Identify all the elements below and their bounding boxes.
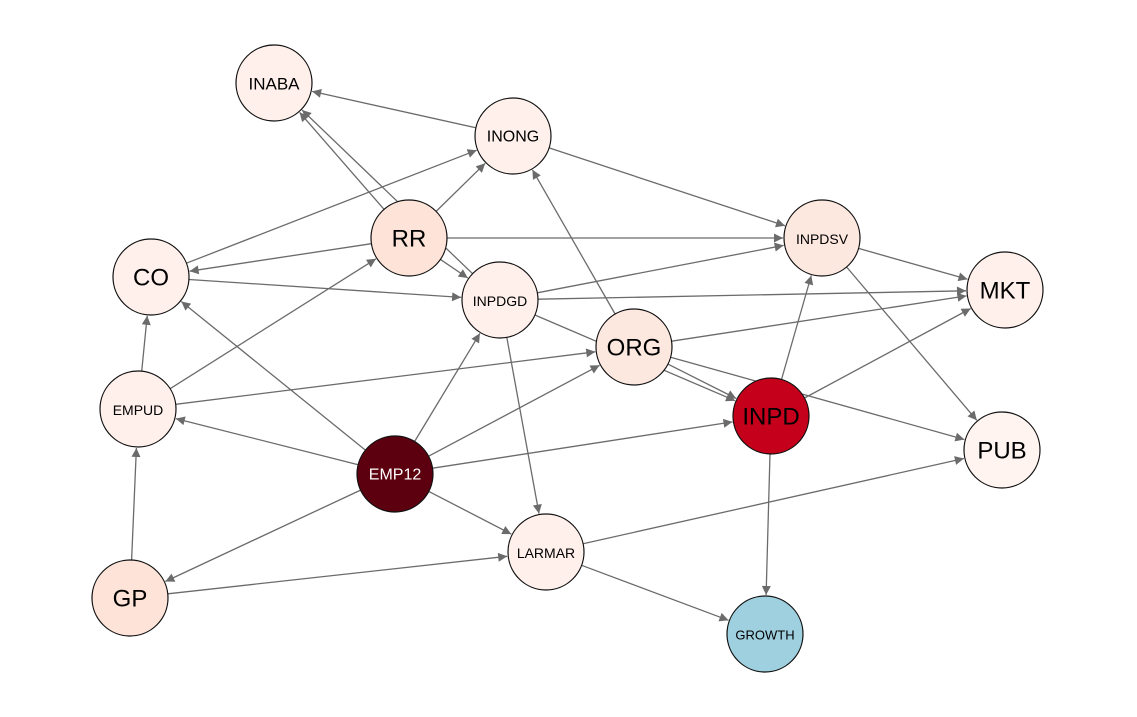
edge-org-to-inpd [667, 363, 737, 400]
node-label-inong: INONG [487, 129, 539, 146]
node-larmar: LARMAR [507, 513, 585, 591]
node-label-inpdgd: INPDGD [473, 293, 527, 309]
node-inaba: INABA [235, 44, 313, 122]
node-org: ORG [595, 308, 673, 386]
node-label-emp12: EMP12 [369, 467, 422, 484]
node-label-empud: EMPUD [113, 402, 164, 418]
node-rr: RR [370, 199, 448, 277]
edge-empud-to-org [175, 348, 596, 405]
node-circle-rr [370, 199, 448, 277]
node-emp12: EMP12 [356, 435, 434, 513]
node-inpdsv: INPDSV [783, 199, 861, 277]
edge-inpdsv-to-pub [846, 266, 978, 421]
node-circle-growth [726, 595, 804, 673]
edge-empud-to-co [141, 315, 151, 372]
node-inpdgd: INPDGD [461, 261, 539, 339]
edge-inpd-to-mkt [804, 307, 972, 399]
edge-inpd-to-inpdsv [780, 275, 814, 380]
node-circle-inpdsv [783, 199, 861, 277]
node-empud: EMPUD [99, 370, 177, 448]
edge-co-to-inpdgd [188, 278, 462, 302]
node-label-org: ORG [607, 335, 662, 362]
node-label-larmar: LARMAR [517, 545, 575, 561]
node-label-rr: RR [392, 226, 427, 253]
edge-rr-to-co [189, 243, 372, 275]
edge-emp12-to-inpd [432, 418, 733, 469]
node-label-growth: GROWTH [735, 628, 794, 643]
edge-rr-to-inong [435, 162, 486, 212]
node-pub: PUB [963, 411, 1041, 489]
node-circle-inpdgd [461, 261, 539, 339]
nodes-layer: INABA INONG RR INPDSV CO INPDGD MKT ORG EMPUD INP… [91, 44, 1044, 673]
node-co: CO [112, 238, 190, 316]
edge-rr-to-inpdgd [440, 258, 469, 279]
node-mkt: MKT [966, 251, 1044, 329]
node-circle-emp12 [356, 435, 434, 513]
edge-inpdgd-to-larmar [506, 337, 542, 514]
edge-gp-to-larmar [167, 552, 508, 595]
node-circle-empud [99, 370, 177, 448]
edge-inpdsv-to-mkt [858, 247, 968, 282]
edge-emp12-to-larmar [428, 490, 512, 535]
node-label-inpd: INPD [742, 404, 799, 431]
edge-inpd-to-growth [761, 453, 771, 596]
edge-org-to-pub [670, 356, 965, 442]
node-circle-pub [963, 411, 1041, 489]
node-circle-gp [91, 559, 169, 637]
edge-emp12-to-co [180, 300, 366, 451]
edge-emp12-to-gp [165, 489, 361, 583]
edge-inong-to-inpdsv [548, 147, 786, 228]
edge-emp12-to-org [428, 364, 600, 457]
node-inong: INONG [474, 97, 552, 175]
node-label-inpdsv: INPDSV [796, 231, 849, 247]
node-inpd: INPD [732, 377, 810, 455]
node-circle-org [595, 308, 673, 386]
node-label-inaba: INABA [248, 75, 300, 94]
edge-inpdgd-to-mkt [537, 286, 967, 300]
edges-layer [130, 88, 978, 622]
edge-empud-to-rr [169, 258, 377, 390]
edge-org-to-inong [531, 169, 616, 315]
node-circle-inpd [732, 377, 810, 455]
node-circle-co [112, 238, 190, 316]
edge-emp12-to-empud [175, 416, 359, 466]
node-gp: GP [91, 559, 169, 637]
node-label-gp: GP [113, 586, 148, 613]
node-circle-inaba [235, 44, 313, 122]
node-label-pub: PUB [977, 438, 1026, 465]
edge-rr-to-inaba [299, 111, 385, 210]
node-growth: GROWTH [726, 595, 804, 673]
node-circle-larmar [507, 513, 585, 591]
edge-larmar-to-growth [581, 564, 729, 622]
edge-co-to-inong [186, 149, 477, 264]
edge-org-to-mkt [671, 292, 967, 342]
edge-inpdgd-to-inpdsv [537, 242, 784, 294]
edge-gp-to-empud [130, 447, 141, 561]
edge-larmar-to-pub [582, 456, 965, 545]
edge-emp12-to-inpdgd [414, 333, 481, 442]
node-label-co: CO [133, 265, 169, 292]
node-circle-inong [474, 97, 552, 175]
node-circle-mkt [966, 251, 1044, 329]
node-label-mkt: MKT [980, 278, 1031, 305]
edge-inong-to-inaba [311, 88, 477, 129]
